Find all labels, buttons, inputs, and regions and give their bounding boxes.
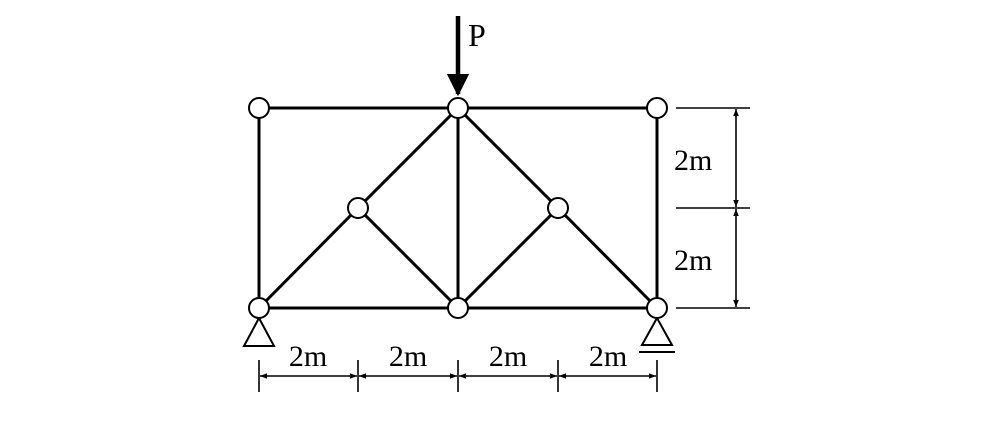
- vertical-dimension: [676, 107, 750, 309]
- joint-mid-left: [347, 197, 369, 219]
- roller-support-right: [639, 315, 675, 353]
- diagonal-right-inner: [456, 206, 560, 310]
- horizontal-dimension: [258, 360, 658, 392]
- joint-bottom-center: [447, 297, 469, 319]
- diagonal-left-lower: [257, 206, 360, 310]
- load-label: P: [468, 17, 486, 53]
- dim-label-span-1: 2m: [289, 340, 327, 373]
- diagonal-left-upper: [356, 106, 460, 210]
- diagonal-right-lower: [556, 206, 659, 310]
- dim-label-span-3: 2m: [489, 340, 527, 373]
- joint-top-left: [248, 97, 270, 119]
- joint-top-center: [447, 97, 469, 119]
- diagonal-right-upper: [456, 106, 560, 210]
- dim-label-span-2: 2m: [389, 340, 427, 373]
- dim-label-upper: 2m: [674, 144, 712, 177]
- joint-top-right: [646, 97, 668, 119]
- truss-joints: [248, 97, 668, 319]
- joint-mid-right: [547, 197, 569, 219]
- pin-support-left: [242, 315, 276, 347]
- truss-members: [257, 106, 659, 310]
- dim-label-span-4: 2m: [589, 340, 627, 373]
- joint-bottom-left: [248, 297, 270, 319]
- dim-label-lower: 2m: [674, 244, 712, 277]
- joint-bottom-right: [646, 297, 668, 319]
- diagonal-left-inner: [356, 206, 460, 310]
